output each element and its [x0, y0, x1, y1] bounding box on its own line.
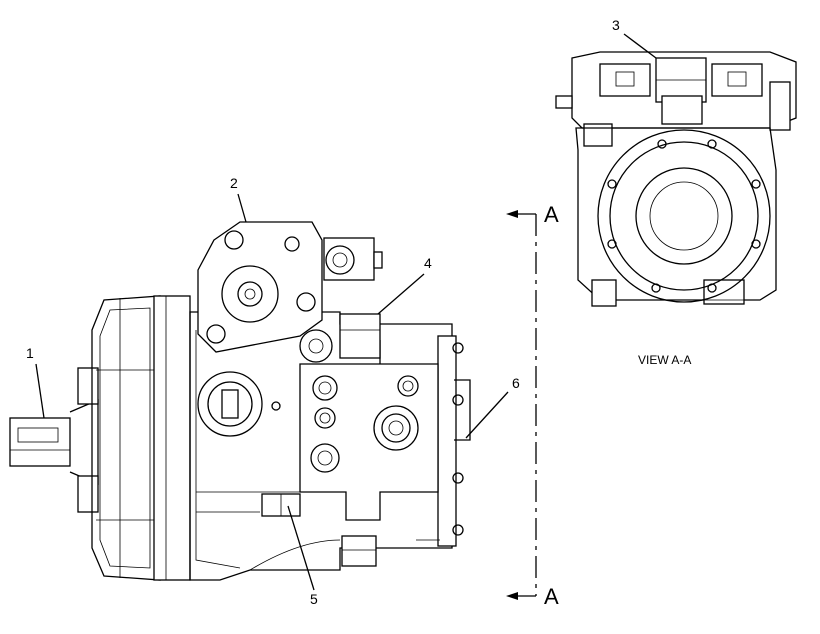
- view-caption: VIEW A-A: [638, 353, 691, 367]
- pump-end-view: [555, 51, 797, 307]
- callout-3-label: 3: [612, 17, 620, 33]
- callout-4: 4: [377, 255, 432, 315]
- callout-4-leader: [377, 273, 425, 315]
- input-shaft: [9, 367, 99, 513]
- callout-6: 6: [465, 375, 520, 439]
- servo-cover: [197, 221, 383, 363]
- callout-2: 2: [230, 175, 247, 223]
- callout-4-label: 4: [424, 255, 432, 271]
- section-label-top: A: [544, 202, 559, 227]
- pump-side-view: [9, 221, 471, 581]
- callout-5: 5: [287, 505, 318, 607]
- callout-5-label: 5: [310, 591, 318, 607]
- callout-2-label: 2: [230, 175, 238, 191]
- callout-6-leader: [465, 391, 509, 439]
- callout-3: 3: [612, 17, 657, 59]
- callout-2-leader: [237, 193, 247, 223]
- callout-6-label: 6: [512, 375, 520, 391]
- callout-1: 1: [26, 345, 45, 419]
- lower-fitting: [261, 493, 440, 541]
- housing-port: [197, 371, 281, 437]
- end-view-valve: [555, 51, 797, 147]
- mounting-flange: [91, 295, 191, 581]
- callout-1-label: 1: [26, 345, 34, 361]
- callout-1-leader: [35, 363, 45, 419]
- section-label-bottom: A: [544, 584, 559, 609]
- control-valve-body: [299, 313, 439, 567]
- end-view-body: [575, 127, 777, 307]
- section-line-a-a: A A: [506, 202, 559, 609]
- callout-5-leader: [287, 505, 315, 591]
- callout-3-leader: [623, 33, 657, 59]
